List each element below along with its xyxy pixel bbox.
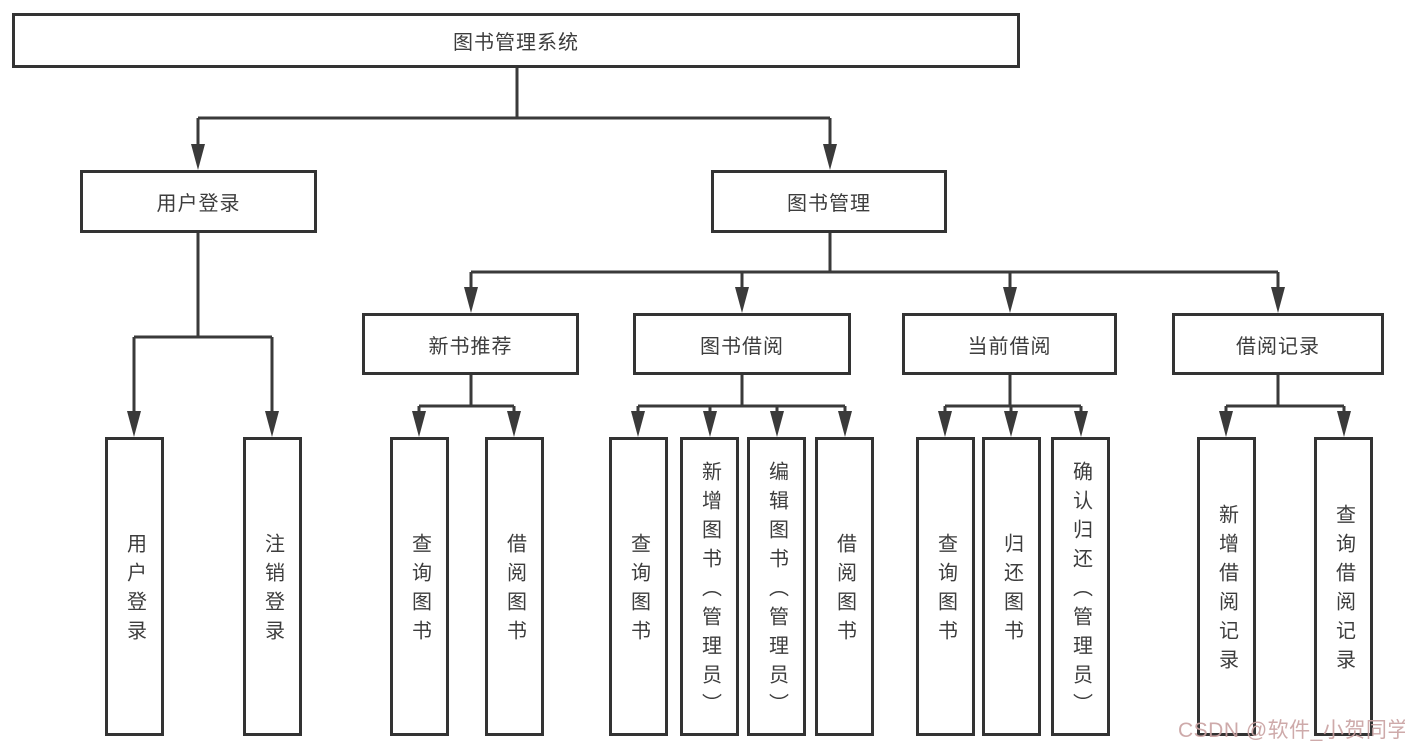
leaf-add-book-admin: 新增图书（管理员） xyxy=(680,437,739,736)
node-new-book-recommend: 新书推荐 xyxy=(362,313,579,375)
connector-user-login xyxy=(127,233,279,437)
csdn-watermark: CSDN @软件_小贺同学 xyxy=(1178,719,1405,742)
arrowhead xyxy=(823,144,837,170)
node-book-management: 图书管理 xyxy=(711,170,947,233)
arrowhead xyxy=(1003,287,1017,313)
arrowhead xyxy=(1074,411,1088,437)
arrowhead xyxy=(770,411,784,437)
arrowhead xyxy=(127,411,141,437)
node-book-borrowing: 图书借阅 xyxy=(633,313,851,375)
connector-new-book-recommend xyxy=(412,375,521,437)
leaf-return-books: 归还图书 xyxy=(982,437,1041,736)
leaf-query-books-borrowing: 查询图书 xyxy=(609,437,668,736)
arrowhead xyxy=(631,411,645,437)
leaf-borrow-books: 借阅图书 xyxy=(815,437,874,736)
node-borrowing-records: 借阅记录 xyxy=(1172,313,1384,375)
leaf-query-books-recommend: 查询图书 xyxy=(390,437,449,736)
connector-book-management xyxy=(464,233,1285,313)
arrowhead xyxy=(703,411,717,437)
node-user-login: 用户登录 xyxy=(80,170,317,233)
connector-current-borrowing xyxy=(938,375,1088,437)
leaf-logout: 注销登录 xyxy=(243,437,302,736)
arrowhead xyxy=(838,411,852,437)
connector-book-borrowing xyxy=(631,375,852,437)
node-current-borrowing: 当前借阅 xyxy=(902,313,1117,375)
arrowhead xyxy=(1337,411,1351,437)
leaf-add-borrow-record: 新增借阅记录 xyxy=(1197,437,1256,736)
arrowhead xyxy=(735,287,749,313)
connector-borrowing-records xyxy=(1219,375,1351,437)
arrowhead xyxy=(938,411,952,437)
arrowhead xyxy=(1004,411,1018,437)
leaf-user-login: 用户登录 xyxy=(105,437,164,736)
leaf-edit-book-admin: 编辑图书（管理员） xyxy=(747,437,806,736)
leaf-query-books-current: 查询图书 xyxy=(916,437,975,736)
arrowhead xyxy=(191,144,205,170)
leaf-query-borrow-record: 查询借阅记录 xyxy=(1314,437,1373,736)
leaf-borrow-books-recommend: 借阅图书 xyxy=(485,437,544,736)
connector-root xyxy=(191,68,837,170)
arrowhead xyxy=(507,411,521,437)
arrowhead xyxy=(412,411,426,437)
arrowhead xyxy=(464,287,478,313)
arrowhead xyxy=(1219,411,1233,437)
leaf-confirm-return-admin: 确认归还（管理员） xyxy=(1051,437,1110,736)
node-root: 图书管理系统 xyxy=(12,13,1020,68)
arrowhead xyxy=(265,411,279,437)
arrowhead xyxy=(1271,287,1285,313)
